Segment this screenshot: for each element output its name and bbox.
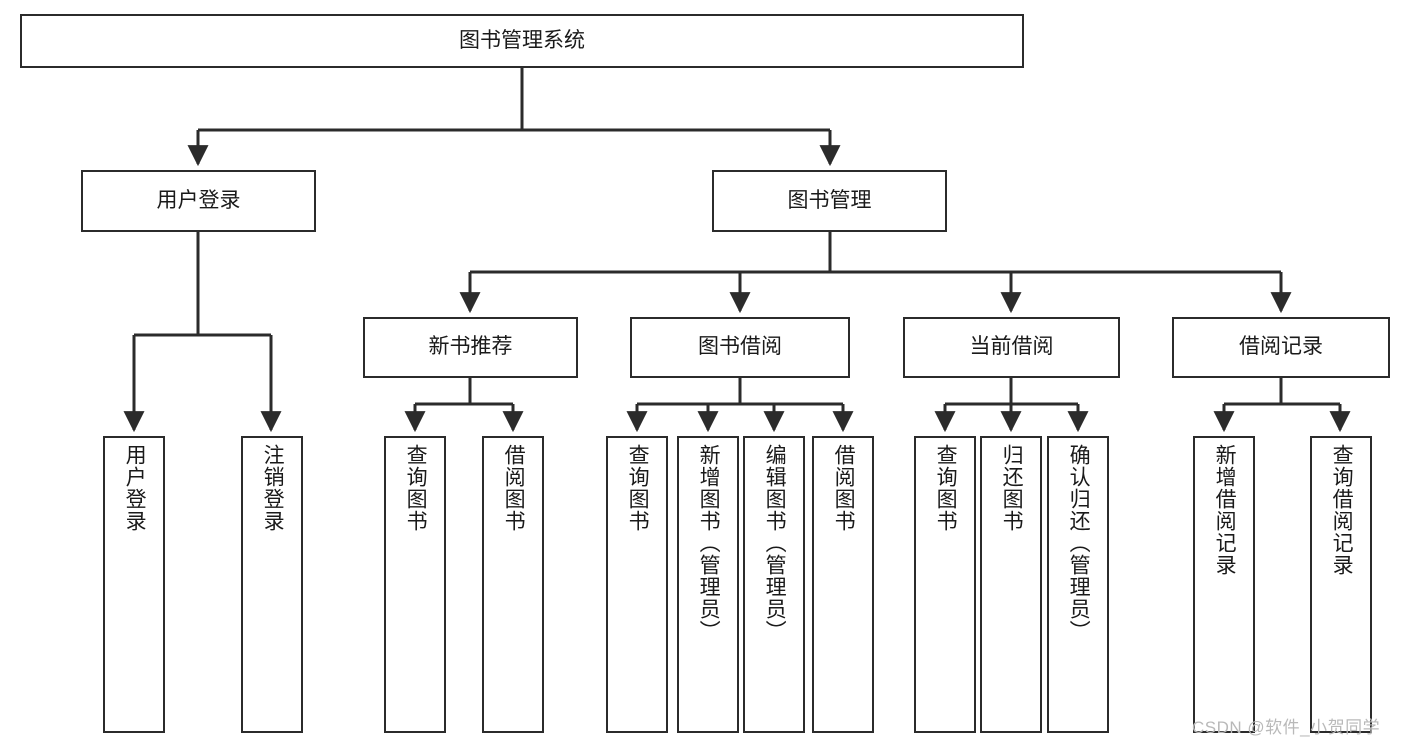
node-current-borrow[interactable]: 当前借阅	[903, 317, 1120, 378]
node-label: 注销登录	[261, 444, 285, 532]
node-label: 用户登录	[123, 444, 147, 532]
leaf-add-borrow-record[interactable]: 新增借阅记录	[1193, 436, 1255, 733]
leaf-borrow-book-recommend[interactable]: 借阅图书	[482, 436, 544, 733]
node-label: 图书管理	[787, 188, 872, 212]
node-label: 新增图书（管理员）	[697, 444, 721, 642]
node-new-book-recommend[interactable]: 新书推荐	[363, 317, 578, 378]
leaf-confirm-return-admin[interactable]: 确认归还（管理员）	[1047, 436, 1109, 733]
node-label: 新增借阅记录	[1213, 444, 1237, 576]
leaf-edit-book-admin[interactable]: 编辑图书（管理员）	[743, 436, 805, 733]
leaf-return-book[interactable]: 归还图书	[980, 436, 1042, 733]
node-label: 新书推荐	[428, 335, 513, 359]
leaf-borrow-book[interactable]: 借阅图书	[812, 436, 874, 733]
node-label: 查询借阅记录	[1330, 444, 1354, 576]
node-root[interactable]: 图书管理系统	[20, 14, 1024, 68]
leaf-query-book-borrow[interactable]: 查询图书	[606, 436, 668, 733]
leaf-logout[interactable]: 注销登录	[241, 436, 303, 733]
node-user-login[interactable]: 用户登录	[81, 170, 316, 232]
node-label: 编辑图书（管理员）	[763, 444, 787, 642]
leaf-query-borrow-record[interactable]: 查询借阅记录	[1310, 436, 1372, 733]
node-label: 确认归还（管理员）	[1067, 444, 1091, 642]
node-label: 查询图书	[626, 444, 650, 532]
node-book-management[interactable]: 图书管理	[712, 170, 947, 232]
node-label: 用户登录	[156, 188, 241, 212]
leaf-query-book-recommend[interactable]: 查询图书	[384, 436, 446, 733]
leaf-user-login[interactable]: 用户登录	[103, 436, 165, 733]
node-label: 借阅图书	[832, 444, 856, 532]
node-label: 查询图书	[404, 444, 428, 532]
leaf-add-book-admin[interactable]: 新增图书（管理员）	[677, 436, 739, 733]
node-book-borrow[interactable]: 图书借阅	[630, 317, 850, 378]
node-label: 借阅图书	[502, 444, 526, 532]
node-label: 查询图书	[934, 444, 958, 532]
node-label: 借阅记录	[1239, 335, 1323, 359]
node-label: 归还图书	[1000, 444, 1024, 532]
node-borrow-record[interactable]: 借阅记录	[1172, 317, 1390, 378]
node-label: 图书管理系统	[459, 28, 585, 52]
leaf-query-book-current[interactable]: 查询图书	[914, 436, 976, 733]
node-label: 当前借阅	[969, 335, 1054, 359]
node-label: 图书借阅	[698, 335, 782, 359]
